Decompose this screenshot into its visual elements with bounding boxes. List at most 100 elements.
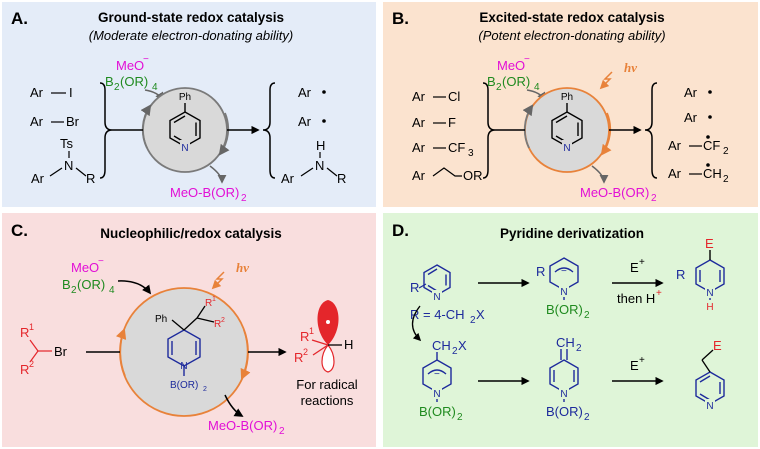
- panel-a-cycle-arrow-right: [218, 112, 230, 156]
- panel-c-r1-bond: [196, 305, 206, 319]
- panel-c-rad-bond1: [311, 339, 329, 346]
- panel-b-subtitle: (Potent electron-donating ability): [478, 28, 665, 43]
- panel-b-radical-dot-4: [706, 163, 710, 167]
- panel-b-radical-dot-2: [708, 115, 712, 119]
- panel-d-n-mask2: [559, 285, 569, 297]
- panel-c-radical-caption-1: For radical: [296, 377, 358, 392]
- panel-d-dhp-e: E: [705, 236, 714, 251]
- panel-b-prod-ar2: Ar: [684, 110, 698, 125]
- panel-d-n-mask3: [705, 286, 715, 298]
- panel-d-final-e: E: [713, 338, 722, 353]
- panel-b-reagent-or-sub: 4: [534, 82, 540, 93]
- panel-b-cycle-arrow-left: [522, 104, 534, 149]
- panel-a-prod-r: R: [337, 171, 346, 186]
- panel-a-bond5: [75, 167, 87, 177]
- panel-c-r2-bond: [196, 317, 215, 323]
- panel-c-rad-bond2: [312, 344, 329, 356]
- panel-b-prod-ar1: Ar: [684, 85, 698, 100]
- panel-b-sub-cf-sub: 3: [468, 148, 474, 159]
- panel-d-final-bond1: [701, 359, 711, 373]
- panel-b-reagent-or: (OR): [502, 74, 530, 89]
- panel-c-dihydropyridine: [167, 329, 201, 376]
- panel-c: C. Nucleophilic/redox catalysis MeO − B …: [11, 221, 358, 437]
- panel-d-alkylidene-b: B(OR): [546, 404, 583, 419]
- panel-a-radical-dot-1: [322, 90, 326, 94]
- panel-b-prod-cf: CF: [703, 138, 720, 153]
- panel-d-then-plus: +: [656, 288, 662, 299]
- panel-b-prod-ar3: Ar: [668, 138, 682, 153]
- panel-a-reagent-meo: MeO: [116, 58, 144, 73]
- panel-c-sub-r2-sup: 2: [29, 359, 34, 369]
- panel-d-n-mask4: [432, 387, 442, 399]
- panel-a-sub-n: N: [64, 158, 73, 173]
- panel-c-ph: Ph: [155, 314, 167, 325]
- panel-c-rad-r2-sup: 2: [303, 347, 308, 357]
- panel-a-reagent-b: B: [105, 74, 114, 89]
- panel-a-sub-ts: Ts: [60, 136, 74, 151]
- panel-d-anion2-b-sub: 2: [457, 412, 463, 423]
- panel-d-anion-minus: −: [561, 266, 567, 277]
- panel-b-byproduct-sub: 2: [651, 193, 657, 204]
- panel-d-dhp-h: H: [706, 302, 713, 313]
- panel-b-sub-ar1: Ar: [412, 89, 426, 104]
- panel-a-reagent-or: (OR): [120, 74, 148, 89]
- panel-c-rad-h: H: [344, 337, 353, 352]
- panel-c-light-label: hν: [236, 260, 249, 275]
- panel-a-letter: A.: [11, 9, 28, 28]
- panel-b-reagent-meo: MeO: [497, 58, 525, 73]
- panel-c-sub-br: Br: [54, 344, 68, 359]
- panel-c-reagent-b-sub: 2: [71, 285, 77, 296]
- panel-b-brace-right: [644, 82, 658, 179]
- panel-a-pyridine-n: N: [181, 143, 188, 154]
- panel-b-light-label: hν: [624, 60, 637, 75]
- panel-d-condition-tail: X: [476, 307, 485, 322]
- panel-a-title: Ground-state redox catalysis: [98, 10, 284, 25]
- panel-b-cycle-arrow-right: [600, 112, 612, 156]
- panel-c-rad-r1-sup: 1: [309, 326, 314, 336]
- panel-b-reagent-b-sub: 2: [496, 82, 502, 93]
- panel-c-byproduct-arrow: [224, 394, 244, 417]
- panel-d-anion2-b: B(OR): [419, 404, 456, 419]
- panel-b-prod-ch: CH: [703, 166, 722, 181]
- panel-a-minus: −: [143, 54, 149, 65]
- panel-b-sub-ar3: Ar: [412, 140, 426, 155]
- panel-d-anion-b-sub: 2: [584, 310, 590, 321]
- panel-d-anion-n: N: [560, 287, 567, 298]
- panel-d-pyridine-n: N: [433, 292, 440, 303]
- panel-d-anion2-ch-sub: 2: [452, 346, 458, 357]
- panel-d-electrophile-2: E: [630, 358, 639, 373]
- panel-c-reagent-meo: MeO: [71, 260, 99, 275]
- panel-b-sub-or: OR: [463, 168, 483, 183]
- panel-d-e1-plus: +: [639, 257, 645, 268]
- panel-d-anion2-ch: CH: [432, 338, 451, 353]
- panel-b-sub-ar4: Ar: [412, 168, 426, 183]
- panel-a-sub-br: Br: [66, 114, 80, 129]
- panel-d-r-bond: [418, 283, 427, 289]
- panel-d-title: Pyridine derivatization: [500, 226, 644, 241]
- panel-d-condition: R = 4-CH: [410, 307, 465, 322]
- panel-b-letter: B.: [392, 9, 409, 28]
- panel-a-byproduct-sub: 2: [241, 193, 247, 204]
- panel-b-prod-ch-sub: 2: [723, 174, 729, 185]
- panel-a-reagent-b-sub: 2: [114, 82, 120, 93]
- panel-a-n-mask: [180, 140, 190, 152]
- panel-a-prod-ar3: Ar: [281, 171, 295, 186]
- panel-a-prod-ar1: Ar: [298, 85, 312, 100]
- panel-d-anion2-x: X: [458, 338, 467, 353]
- panel-a-prod-h: H: [316, 138, 325, 153]
- panel-a-radical-dot-2: [322, 119, 326, 123]
- panel-c-catalytic-cycle: [119, 287, 249, 417]
- panel-a-cycle-arrow-left: [140, 104, 152, 149]
- panel-c-rad-r2: R: [294, 350, 303, 365]
- panel-b-n-mask: [562, 140, 572, 152]
- panel-c-byproduct: MeO-B(OR): [208, 418, 277, 433]
- panel-c-r2-sup: 2: [221, 317, 225, 324]
- panel-c-minus: −: [98, 256, 104, 267]
- panel-c-r1: R: [205, 298, 212, 309]
- panel-d-anion-b: B(OR): [546, 302, 583, 317]
- panel-d-branch-arrow: [411, 305, 422, 342]
- panel-b-bond4: [432, 167, 462, 177]
- panel-d-electrophile-1: E: [630, 260, 639, 275]
- panel-a-sub-ar1: Ar: [30, 85, 44, 100]
